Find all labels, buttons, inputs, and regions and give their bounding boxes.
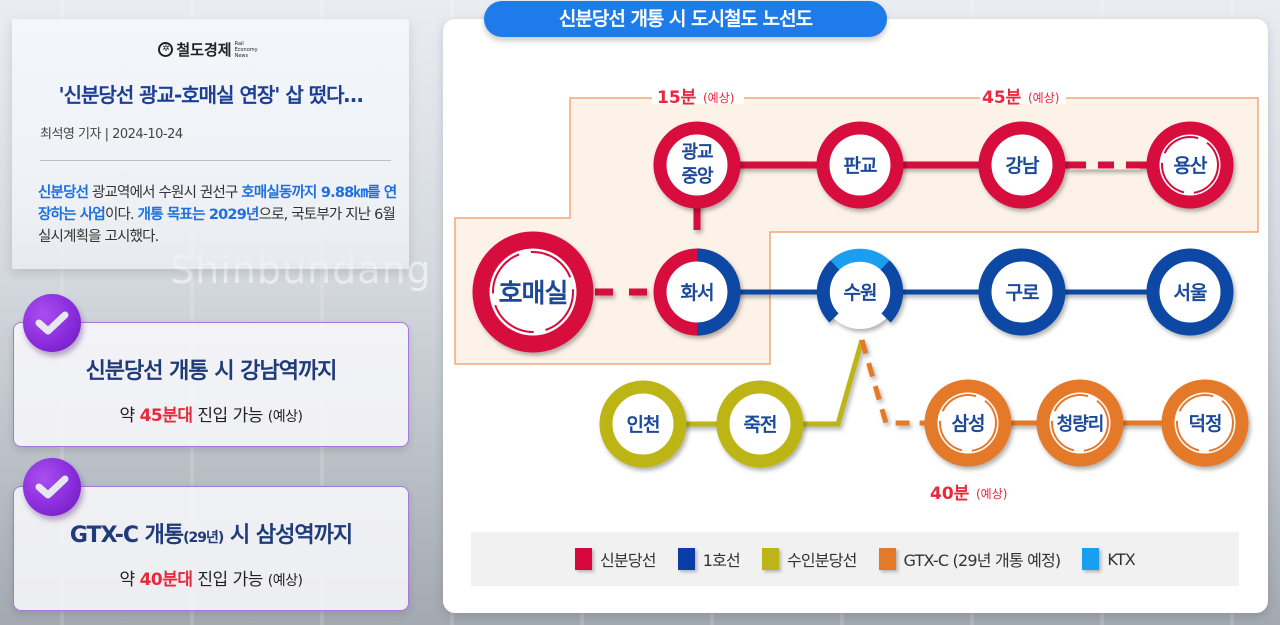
legend-item-shinbundang: 신분당선 <box>575 547 656 571</box>
station-label: 구로 <box>1006 282 1039 304</box>
time-note: (예상) <box>1028 91 1059 105</box>
card-title: GTX-C 개통(29년) 시 삼성역까지 <box>14 517 408 549</box>
time-note: (예상) <box>703 91 734 105</box>
checkmark-icon <box>23 294 81 352</box>
station-label: 화서 <box>681 282 714 304</box>
sub-paren: (예상) <box>267 409 303 425</box>
station-label: 서울 <box>1174 282 1207 304</box>
color-swatch <box>1082 548 1100 570</box>
station-cheongnyangni <box>1036 379 1124 467</box>
time-label-40: 40분 <box>930 484 970 504</box>
color-swatch <box>878 548 896 570</box>
station-label: 삼성 <box>952 413 985 435</box>
sub-paren: (예상) <box>267 573 303 589</box>
logo-text: 철도경제 <box>176 41 232 59</box>
station-gwanggyo-jungang <box>653 121 741 209</box>
publisher-logo: ✲ 철도경제 Rail Economy News <box>12 39 409 60</box>
title-tail: 시 삼성역까지 <box>223 523 353 548</box>
time-label-15: 15분 <box>657 88 697 108</box>
station-label: 용산 <box>1174 155 1208 177</box>
station-homaesil <box>472 231 594 353</box>
legend-label: GTX-C (29년 개통 예정) <box>903 551 1062 570</box>
station-label: 광교 <box>681 142 713 163</box>
legend-label: 신분당선 <box>600 551 656 570</box>
article-headline: '신분당선 광교-호매실 연장' 삽 떴다… <box>58 83 364 107</box>
station-gangnam <box>978 121 1066 209</box>
legend-item-ktx: KTX <box>1082 548 1136 570</box>
card-title: 신분당선 개통 시 강남역까지 <box>85 359 338 384</box>
article-body: 신분당선 광교역에서 수원시 권선구 호매실동까지 9.88㎞를 연장하는 사업… <box>38 182 408 248</box>
card-subtitle: 약 45분대 진입 가능 (예상) <box>14 401 408 426</box>
body-segment: 호매실동까지 9.88㎞를 연장하는 사업 <box>38 185 397 223</box>
legend-item-suin-bundang: 수인분당선 <box>761 547 857 571</box>
sub-suffix: 진입 가능 <box>192 406 268 426</box>
article-byline: 최석영 기자 | 2024-10-24 <box>40 127 183 142</box>
station-label: 인천 <box>627 414 660 436</box>
station-label: 청량리 <box>1057 414 1104 435</box>
station-label: 덕정 <box>1189 413 1222 435</box>
title-main: GTX-C 개통 <box>69 523 184 548</box>
time-note: (예상) <box>976 487 1007 501</box>
body-segment: 으로, 국토부가 지난 6월 실시계획을 고시했다. <box>38 207 396 245</box>
station-label: 중앙 <box>681 166 714 187</box>
checkmark-icon <box>23 458 81 516</box>
title-small: (29년) <box>183 530 224 546</box>
color-swatch <box>677 548 695 570</box>
sub-highlight: 40분대 <box>139 570 193 590</box>
station-seoul <box>1146 248 1234 336</box>
time-label-45: 45분 <box>982 88 1022 108</box>
info-card-samseong: GTX-C 개통(29년) 시 삼성역까지 약 40분대 진입 가능 (예상) <box>13 486 409 611</box>
station-hwaseo <box>653 248 741 336</box>
legend-item-line1: 1호선 <box>677 547 741 571</box>
body-segment: 이다. <box>104 207 138 223</box>
station-guro <box>978 248 1066 336</box>
station-deokjeong <box>1161 379 1249 467</box>
rail-logo-icon: ✲ <box>158 42 174 57</box>
legend-label: KTX <box>1107 549 1135 569</box>
info-card-gangnam: 신분당선 개통 시 강남역까지 약 45분대 진입 가능 (예상) <box>13 322 409 447</box>
station-label: 호매실 <box>499 279 568 309</box>
body-segment: 개통 목표는 2029년 <box>137 207 260 223</box>
station-label: 판교 <box>844 155 877 177</box>
station-label: 강남 <box>1006 155 1040 177</box>
station-jukjeon <box>716 380 804 468</box>
logo-subtext: Rail Economy News <box>234 40 258 59</box>
card-subtitle: 약 40분대 진입 가능 (예상) <box>14 565 408 590</box>
station-samseong <box>924 379 1012 467</box>
body-segment: 광교역에서 수원시 권선구 <box>88 185 242 201</box>
map-title: 신분당선 개통 시 도시철도 노선도 <box>484 1 887 37</box>
color-swatch <box>575 548 593 570</box>
station-label: 죽전 <box>744 414 777 436</box>
map-legend: 신분당선 1호선 수인분당선 GTX-C (29년 개통 예정) KTX <box>471 532 1239 586</box>
body-segment: 신분당선 <box>38 185 89 201</box>
sub-prefix: 약 <box>119 570 140 590</box>
divider <box>40 160 391 161</box>
station-incheon <box>599 380 687 468</box>
article-card: ✲ 철도경제 Rail Economy News '신분당선 광교-호매실 연장… <box>12 19 409 269</box>
legend-label: 수인분당선 <box>786 551 857 570</box>
legend-item-gtx-c: GTX-C (29년 개통 예정) <box>878 547 1062 571</box>
station-yongsan <box>1146 121 1234 209</box>
station-pangyo <box>816 121 904 209</box>
sub-suffix: 진입 가능 <box>192 570 268 590</box>
sub-highlight: 45분대 <box>139 406 193 426</box>
sub-prefix: 약 <box>119 406 140 426</box>
legend-label: 1호선 <box>702 551 741 570</box>
station-suwon <box>816 248 904 329</box>
station-label: 수원 <box>844 282 877 304</box>
color-swatch <box>761 548 779 570</box>
